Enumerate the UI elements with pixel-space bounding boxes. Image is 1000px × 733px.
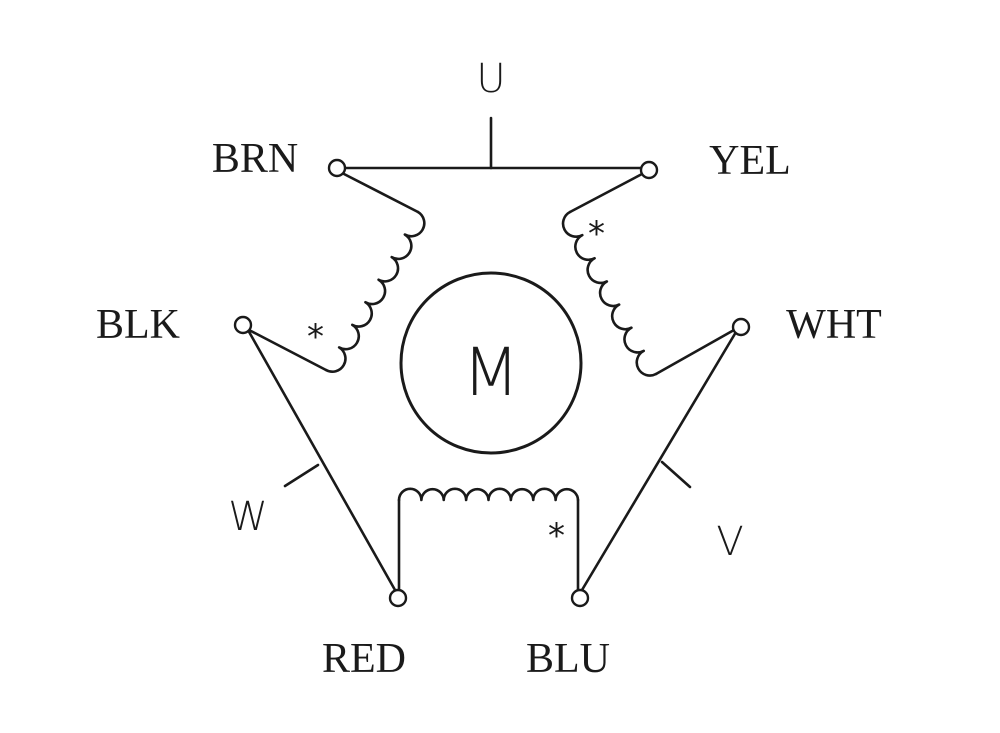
wire-label-brn: BRN: [212, 136, 298, 182]
coil-brn-blk: [324, 210, 426, 373]
phase-label-v: V: [716, 519, 743, 565]
phase-w-tap: [283, 463, 320, 488]
phase-v-tap: [660, 460, 692, 489]
wire-wht-blu: [580, 330, 738, 592]
wire-label-yel: YEL: [709, 138, 791, 184]
wire-blk-lead: [247, 328, 328, 372]
wire-yel-lead: [568, 172, 644, 214]
terminal-wht: [731, 317, 751, 337]
polarity-mark-bottom: *: [548, 516, 565, 556]
wire-label-blk: BLK: [96, 302, 180, 348]
coil-yel-wht: [561, 210, 658, 377]
wire-brn-lead: [342, 172, 420, 214]
phase-label-u: U: [476, 56, 505, 102]
terminal-brn: [327, 158, 347, 178]
polarity-mark-right: *: [588, 214, 605, 254]
phase-label-w: W: [228, 494, 268, 540]
wire-label-red: RED: [322, 636, 406, 682]
terminal-yel: [639, 160, 659, 180]
terminal-blk: [233, 315, 253, 335]
wire-wht-lead: [654, 328, 736, 376]
motor-label: M: [463, 334, 520, 411]
coil-red-blu: [397, 487, 580, 502]
terminal-blu: [570, 588, 590, 608]
polarity-mark-left: *: [307, 317, 324, 357]
wire-blk-red: [246, 328, 397, 592]
wire-label-wht: WHT: [786, 302, 882, 348]
wire-label-blu: BLU: [526, 636, 610, 682]
terminal-red: [388, 588, 408, 608]
motor-symbol: [399, 271, 583, 455]
